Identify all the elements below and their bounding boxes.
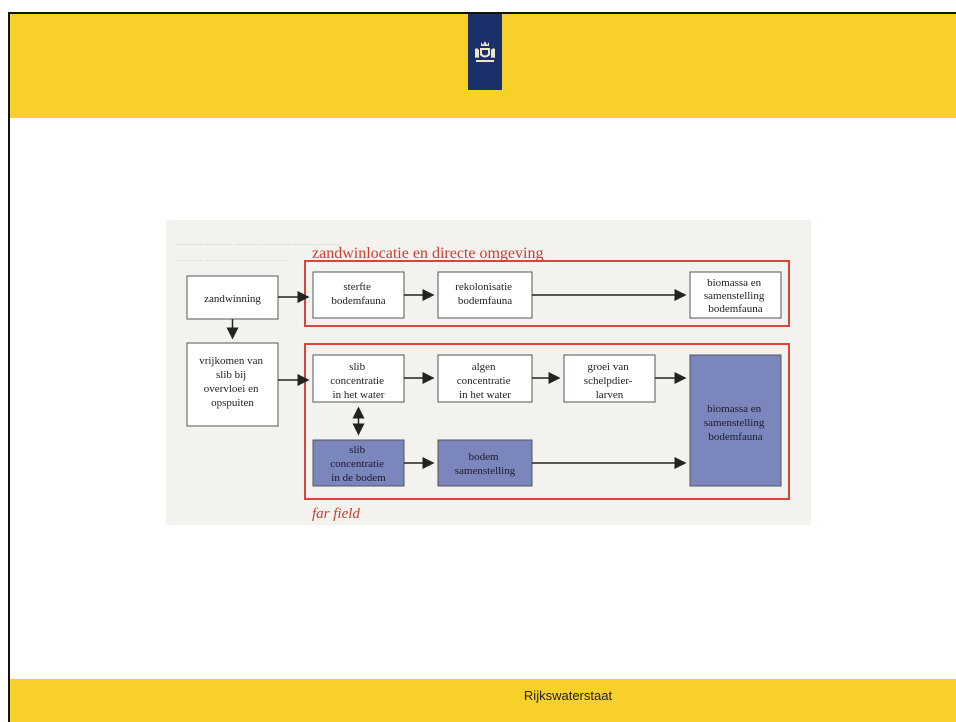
- diagram-figure: ______ ______ _____ _______ ____ ______ …: [166, 220, 811, 525]
- footer-bar: [10, 679, 956, 722]
- svg-text:______ ______ _____ _______: ______ ______ _____ _______ ____ ______: [175, 236, 341, 246]
- svg-text:______ _____ ______ ______: ______ _____ ______ ______: [175, 252, 287, 262]
- node-slib-bodem: slib concentratie in de bodem: [312, 439, 405, 487]
- svg-text:slib concentratie: slib concentratie in het water: [330, 361, 387, 401]
- node-zandwinning: zandwinning: [186, 275, 279, 320]
- svg-text:algen concentratie: algen concentratie in het water: [457, 361, 514, 401]
- footer-label: Rijkswaterstaat: [523, 688, 613, 703]
- node-rekolonisatie: rekolonisatie bodemfauna: [437, 271, 533, 319]
- svg-text:rekolonisatie bodemfau: rekolonisatie bodemfauna: [455, 281, 515, 307]
- node-vrijkomen: vrijkomen van slib bij overvloei en opsp…: [186, 342, 279, 427]
- node-sterfte: sterfte bodemfauna: [312, 271, 405, 319]
- svg-text:biomassa en samenstell: biomassa en samenstelling bodemfauna: [704, 403, 767, 443]
- zone-far-border: [304, 343, 790, 500]
- node-groei: groei van schelpdier- larven: [563, 354, 656, 403]
- svg-text:bodem samenstelling: bodem samenstelling: [455, 451, 516, 477]
- svg-text:biomassa en samenstell: biomassa en samenstelling bodemfauna: [704, 277, 767, 315]
- svg-text:zandwinning: zandwinning: [204, 293, 261, 305]
- svg-text:sterfte bodemfauna: sterfte bodemfauna: [331, 281, 385, 307]
- dutch-coat-of-arms-icon: [475, 41, 495, 62]
- svg-text:groei van schelpdier-: groei van schelpdier- larven: [584, 361, 635, 401]
- node-biomassa-top: biomassa en samenstelling bodemfauna: [689, 271, 782, 319]
- node-slib-water: slib concentratie in het water: [312, 354, 405, 403]
- zone-near-label: zandwinlocatie en directe omgeving: [312, 245, 543, 262]
- logo: [468, 14, 502, 90]
- svg-text:slib concentratie: slib concentratie in de bodem: [330, 444, 387, 484]
- node-bodem: bodem samenstelling: [437, 439, 533, 487]
- svg-text:vrijkomen van slib bij: vrijkomen van slib bij overvloei en opsp…: [199, 355, 266, 409]
- node-algen: algen concentratie in het water: [437, 354, 533, 403]
- node-biomassa-bottom: biomassa en samenstelling bodemfauna: [689, 354, 782, 487]
- zone-far-label: far field: [312, 506, 360, 522]
